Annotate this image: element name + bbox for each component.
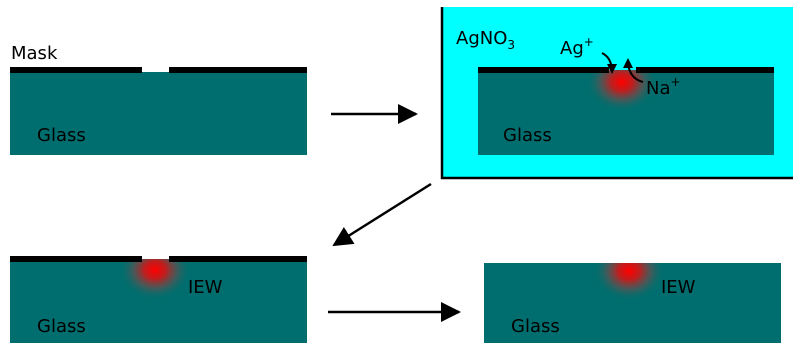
step1-group: Mask Glass — [10, 43, 307, 155]
step3-waveguide-region — [119, 259, 191, 300]
step2-bath-label-main: AgNO — [456, 28, 507, 49]
ag-ion-label-sup: + — [584, 35, 594, 49]
step1-mask-right — [169, 67, 307, 73]
step1-glass-substrate — [10, 72, 307, 155]
step2-mask-left — [478, 67, 609, 73]
step2-bath-label-sub: 3 — [507, 38, 515, 52]
ag-ion-label: Ag+ — [560, 35, 594, 59]
step3-waveguide-label: IEW — [188, 277, 223, 298]
step4-waveguide-label: IEW — [661, 277, 696, 298]
step1-mask-left — [10, 67, 142, 73]
step3-mask-left — [10, 256, 142, 262]
step2-mask-right — [636, 67, 774, 73]
na-outflow-arrow — [623, 58, 644, 83]
ag-inflow-arrow — [601, 52, 617, 74]
na-ion-label-sup: + — [671, 75, 681, 89]
step3-mask-right — [169, 256, 307, 262]
step2-glass-label: Glass — [503, 125, 552, 146]
na-ion-label-main: Na — [646, 78, 671, 99]
na-ion-label: Na+ — [646, 75, 681, 99]
step2-bath-label: AgNO3 — [456, 28, 515, 52]
ag-ion-label-main: Ag — [560, 38, 584, 59]
step1-glass-label: Glass — [37, 125, 86, 146]
step3-glass-label: Glass — [37, 316, 86, 337]
step3-group: IEW Glass — [10, 256, 307, 343]
step4-group: IEW Glass — [484, 263, 781, 343]
step1-mask-label: Mask — [11, 43, 58, 64]
step2-group: AgNO3 Glass Ag+ Na+ — [440, 7, 793, 180]
step4-waveguide-region — [593, 263, 665, 301]
arrow-step2-to-step3 — [332, 182, 432, 247]
step4-glass-label: Glass — [511, 316, 560, 337]
